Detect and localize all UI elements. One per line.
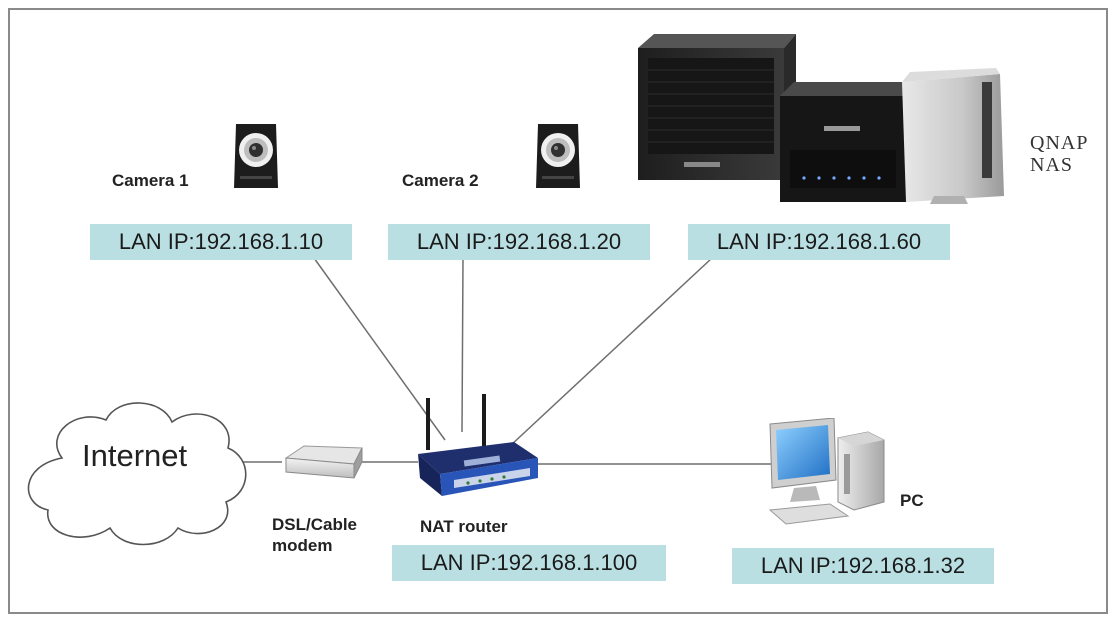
link-camera2-router (461, 257, 464, 433)
pc-label: PC (900, 491, 924, 510)
link-nas-router (509, 257, 713, 447)
modem-device (278, 440, 368, 491)
camera2-device (530, 118, 586, 199)
router-ip-box: LAN IP:192.168.1.100 (392, 545, 666, 581)
modem-label-line1: DSL/Cable (272, 515, 358, 534)
camera2-label: Camera 2 (402, 171, 479, 190)
camera1-device (228, 118, 284, 199)
pc-ip-box: LAN IP:192.168.1.32 (732, 548, 994, 584)
internet-label: Internet (82, 438, 188, 473)
nas-label: QNAP NAS (1030, 132, 1088, 176)
router-label: NAT router (420, 517, 508, 536)
pc-device (764, 417, 890, 533)
nas-devices (634, 30, 1014, 215)
router-icon (418, 394, 538, 496)
nas-label-line2: NAS (1030, 154, 1074, 176)
camera-icon (536, 124, 580, 188)
nas-ip-box: LAN IP:192.168.1.60 (688, 224, 950, 260)
link-camera1-router (313, 257, 446, 441)
camera1-ip-box: LAN IP:192.168.1.10 (90, 224, 352, 260)
camera-icon (234, 124, 278, 188)
camera2-ip-box: LAN IP:192.168.1.20 (388, 224, 650, 260)
modem-label-line2: modem (272, 536, 333, 555)
modem-label: DSL/Cable modem (272, 514, 382, 556)
pc-icon (768, 417, 885, 525)
nas-icon (638, 34, 1004, 204)
router-device (408, 392, 548, 509)
modem-icon (284, 445, 363, 479)
internet-cloud (14, 388, 250, 553)
nas-label-line1: QNAP (1030, 132, 1089, 154)
camera1-label: Camera 1 (112, 171, 189, 190)
cloud-icon (27, 402, 247, 546)
